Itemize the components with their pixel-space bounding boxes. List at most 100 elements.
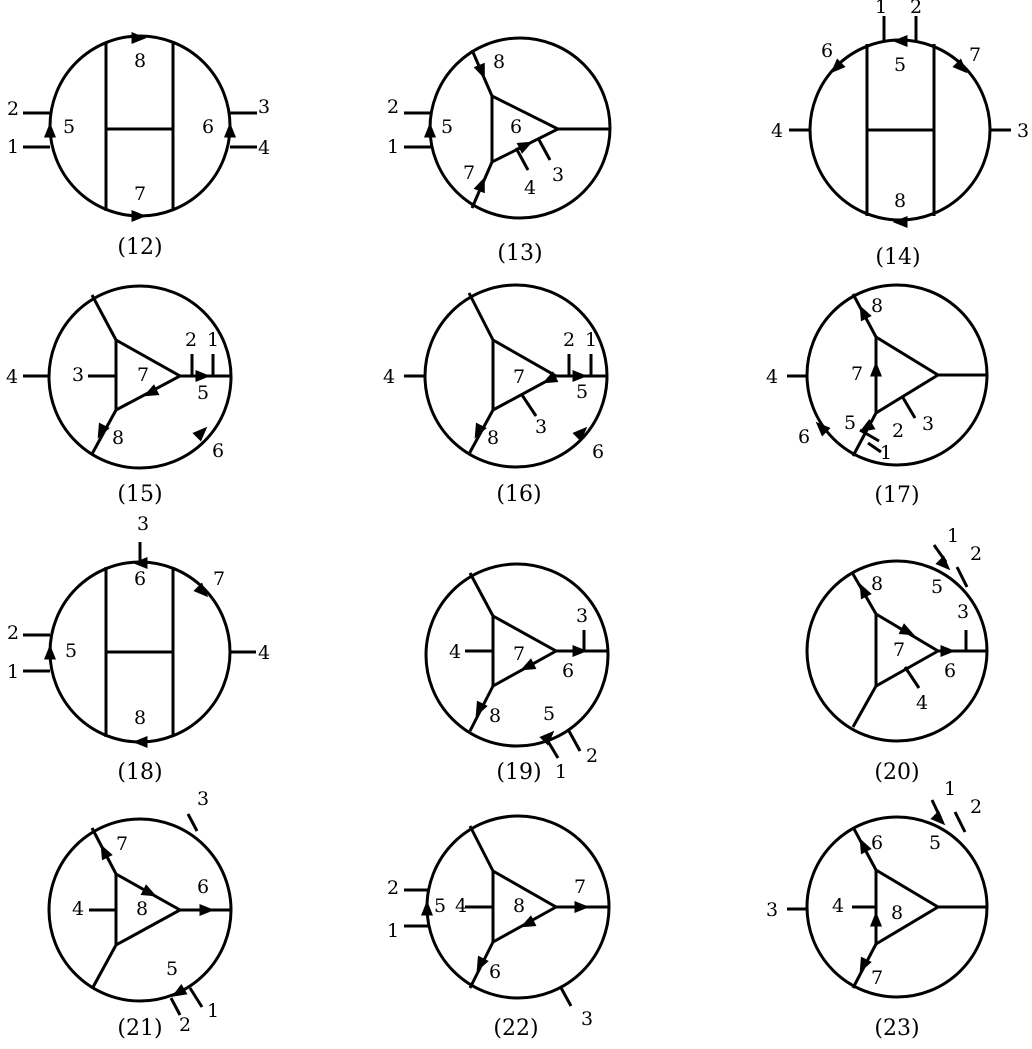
momentum-label: 2: [586, 745, 598, 767]
arrow-icon: [132, 557, 148, 569]
momentum-label: 5: [63, 116, 75, 138]
diagram-caption: (12): [117, 235, 162, 260]
momentum-label: 4: [258, 137, 270, 159]
propagator-line: [558, 985, 573, 1007]
arrow-icon: [815, 421, 831, 437]
propagator-line: [567, 730, 582, 752]
momentum-label: 4: [832, 895, 844, 917]
momentum-label: 8: [112, 427, 124, 449]
momentum-label: 3: [1017, 120, 1029, 142]
momentum-label: 3: [957, 601, 969, 623]
propagator-line: [90, 944, 118, 990]
momentum-label: 1: [387, 136, 399, 158]
momentum-label: 8: [134, 707, 146, 729]
diagram-caption: (23): [874, 1016, 919, 1041]
momentum-label: 6: [944, 660, 956, 682]
momentum-label: 4: [916, 692, 928, 714]
arrow-icon: [572, 645, 588, 657]
arrow-icon: [952, 58, 968, 74]
momentum-label: 2: [387, 96, 399, 118]
arrow-icon: [520, 658, 537, 671]
momentum-label: 1: [880, 442, 892, 464]
arrow-icon: [516, 141, 533, 154]
arrow-icon: [100, 844, 113, 861]
propagator-line: [188, 987, 204, 1008]
momentum-label: 6: [821, 40, 833, 62]
arrow-icon: [44, 644, 56, 660]
momentum-label: 6: [562, 660, 574, 682]
arrow-icon: [424, 122, 436, 138]
diagram-caption: (22): [493, 1016, 538, 1041]
momentum-label: 6: [134, 568, 146, 590]
momentum-label: 3: [137, 513, 149, 535]
propagator-line: [955, 566, 969, 588]
momentum-label: 5: [65, 640, 77, 662]
triangle-loop: [491, 337, 560, 413]
propagator-line: [536, 137, 552, 161]
momentum-label: 7: [893, 639, 905, 661]
arrow-icon: [898, 623, 915, 636]
triangle-loop: [874, 611, 941, 689]
momentum-label: 7: [513, 366, 525, 388]
momentum-label: 4: [72, 898, 84, 920]
momentum-label: 8: [487, 427, 499, 449]
momentum-label: 5: [929, 832, 941, 854]
momentum-label: 3: [72, 364, 84, 386]
momentum-label: 7: [213, 568, 225, 590]
momentum-label: 5: [434, 895, 446, 917]
momentum-label: 5: [543, 703, 555, 725]
arrow-icon: [859, 583, 872, 600]
propagator-line: [514, 147, 530, 171]
momentum-label: 1: [947, 525, 959, 547]
arrow-icon: [224, 122, 236, 138]
propagator-line: [169, 997, 182, 1016]
momentum-label: 7: [851, 363, 863, 385]
momentum-label: 6: [871, 832, 883, 854]
momentum-label: 3: [766, 899, 778, 921]
diagram-caption: (16): [496, 482, 541, 507]
momentum-label: 1: [7, 661, 19, 683]
outer-circle: [424, 562, 610, 748]
momentum-label: 2: [970, 543, 982, 565]
propagator-line: [903, 666, 921, 689]
momentum-label: 8: [134, 50, 146, 72]
diagram-caption: (17): [874, 483, 919, 508]
arrow-icon: [870, 911, 882, 927]
diagram-caption: (14): [875, 245, 920, 270]
momentum-label: 6: [592, 441, 604, 463]
momentum-label: 3: [552, 164, 564, 186]
momentum-label: 4: [524, 177, 536, 199]
momentum-label: 7: [969, 44, 981, 66]
momentum-label: 2: [563, 329, 575, 351]
momentum-label: 5: [576, 381, 588, 403]
momentum-label: 6: [212, 440, 224, 462]
propagator-line: [859, 428, 880, 443]
arrow-icon: [473, 177, 485, 194]
propagator-line: [867, 441, 882, 454]
arrow-icon: [199, 904, 215, 916]
diagram-caption: (18): [117, 760, 162, 785]
momentum-label: 8: [489, 705, 501, 727]
momentum-label: 2: [892, 420, 904, 442]
arrow-icon: [930, 810, 946, 826]
momentum-label: 1: [207, 1000, 219, 1022]
momentum-label: 4: [771, 120, 783, 142]
momentum-label: 2: [910, 0, 922, 18]
propagator-line: [90, 294, 118, 341]
arrow-icon: [870, 361, 882, 377]
momentum-label: 2: [387, 877, 399, 899]
arrow-icon: [940, 645, 956, 657]
momentum-label: 2: [7, 622, 19, 644]
momentum-label: 4: [383, 366, 395, 388]
momentum-label: 1: [7, 136, 19, 158]
arrow-icon: [193, 582, 209, 598]
